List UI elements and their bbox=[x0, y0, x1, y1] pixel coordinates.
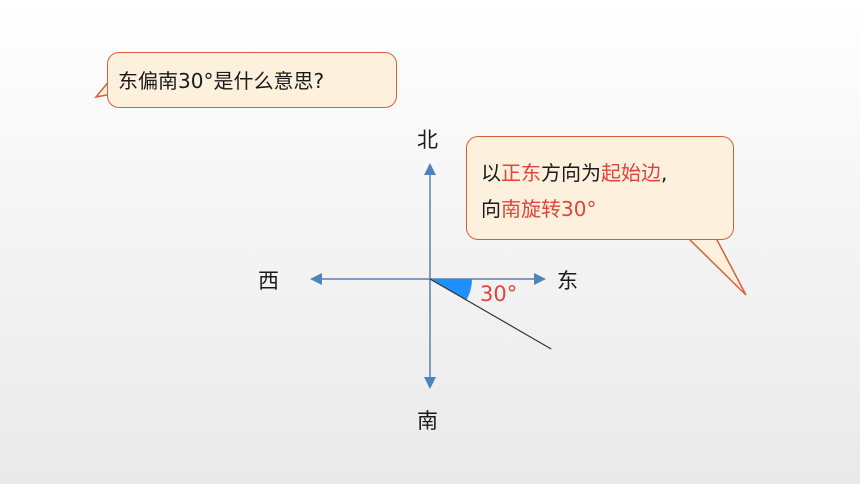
answer-seg-6: 向 bbox=[481, 197, 501, 221]
answer-seg-7: 南旋转30° bbox=[501, 197, 597, 221]
answer-line-1: 以正东方向为起始边, bbox=[481, 155, 733, 191]
answer-line-2: 向南旋转30° bbox=[481, 191, 733, 227]
west-arrowhead bbox=[310, 273, 322, 285]
angle-sector bbox=[430, 279, 472, 300]
east-arrowhead bbox=[534, 273, 546, 285]
label-south: 南 bbox=[417, 409, 438, 433]
answer-seg-3: 方向为 bbox=[541, 161, 601, 185]
question-text: 东偏南30°是什么意思? bbox=[118, 69, 325, 93]
label-west: 西 bbox=[258, 269, 279, 293]
answer-seg-4: 起始边 bbox=[601, 161, 661, 185]
direction-ray bbox=[429, 278, 552, 350]
label-north: 北 bbox=[417, 128, 438, 152]
answer-seg-1: 以 bbox=[481, 161, 501, 185]
answer-bubble: 以正东方向为起始边, 向南旋转30° bbox=[466, 136, 734, 240]
answer-seg-2: 正东 bbox=[501, 161, 541, 185]
angle-label: 30° bbox=[480, 282, 517, 306]
answer-seg-5: , bbox=[661, 161, 668, 185]
north-arrowhead bbox=[424, 163, 436, 175]
label-east: 东 bbox=[557, 269, 578, 293]
south-arrowhead bbox=[424, 377, 436, 389]
question-bubble: 东偏南30°是什么意思? bbox=[107, 52, 397, 108]
